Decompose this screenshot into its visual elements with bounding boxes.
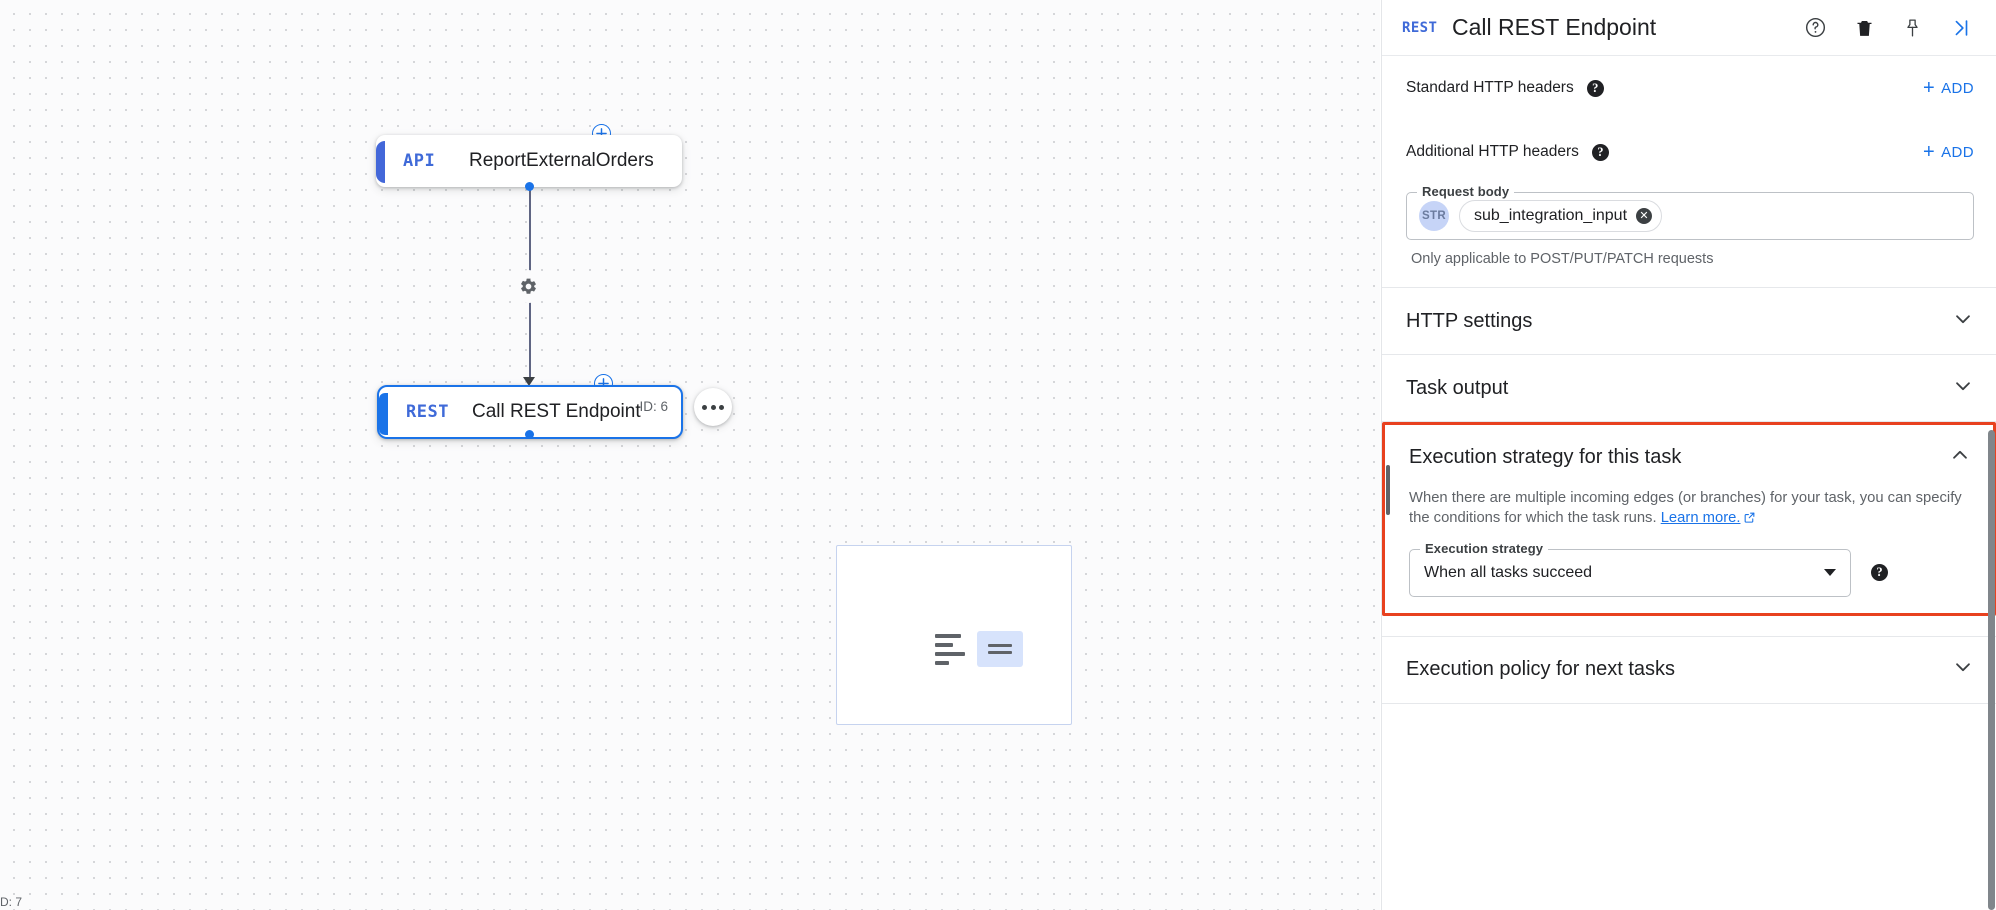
node-rest-output-port[interactable] [525,430,534,439]
section-task-output[interactable]: Task output [1382,355,1996,421]
section-http-settings[interactable]: HTTP settings [1382,288,1996,354]
execution-strategy-description: When there are multiple incoming edges (… [1385,489,1993,531]
standard-http-headers-label: Standard HTTP headers [1406,79,1574,96]
request-body-field[interactable]: Request body STR sub_integration_input ✕ [1406,184,1974,240]
add-standard-header-label: ADD [1941,79,1974,97]
help-icon[interactable]: ? [1871,564,1888,582]
node-title: Call REST Endpoint [472,401,641,422]
learn-more-link[interactable]: Learn more. [1660,509,1741,526]
page-title: Call REST Endpoint [1452,14,1657,40]
request-body-variable-chip[interactable]: sub_integration_input ✕ [1459,200,1663,232]
gear-icon[interactable] [512,270,545,303]
help-icon[interactable]: ? [1591,143,1609,161]
section-title: Execution policy for next tasks [1406,658,1676,681]
edge-arrowhead [523,377,535,386]
placeholder-glyph [935,631,1023,667]
canvas-status-text: D: 7 [0,895,23,909]
node-accent-bar [379,393,388,435]
variable-type-badge: STR [1419,201,1449,231]
description-line-1: When there are multiple incoming edges (… [1409,490,1856,506]
panel-type-badge: REST [1402,19,1438,36]
node-type-label: REST [406,402,449,422]
section-title: Task output [1406,376,1509,399]
more-horizontal-icon[interactable] [694,388,732,426]
divider [1382,421,1996,422]
pin-icon[interactable] [1902,17,1923,39]
section-execution-strategy-header[interactable]: Execution strategy for this task [1385,425,1993,489]
help-icon[interactable]: ? [1586,79,1604,97]
section-title: Execution strategy for this task [1409,445,1682,468]
panel-header: REST Call REST Endpoint [1382,0,1996,56]
chevron-down-icon[interactable] [1824,569,1836,577]
divider [1382,635,1996,637]
execution-strategy-select[interactable]: Execution strategy When all tasks succee… [1409,540,1851,597]
additional-http-headers-label: Additional HTTP headers [1406,143,1579,160]
chevron-down-icon[interactable] [1952,375,1974,402]
divider [1382,354,1996,355]
node-accent-bar [376,141,385,183]
divider [1382,287,1996,288]
node-title: ReportExternalOrders [469,150,654,171]
plus-icon: + [1923,77,1936,99]
close-icon[interactable]: ✕ [1636,208,1653,224]
trash-icon[interactable] [1854,17,1875,39]
panel-body: Standard HTTP headers ? + ADD Additional… [1382,56,1996,910]
collapse-panel-icon[interactable] [1950,17,1972,39]
node-id-badge: ID: 6 [639,399,668,414]
panel-scrollbar[interactable] [1988,430,1995,910]
panel-resize-handle[interactable] [1386,465,1390,515]
section-execution-strategy[interactable]: Execution strategy for this task When th… [1382,422,1996,616]
workflow-canvas[interactable]: API ReportExternalOrders REST Call REST … [0,0,1380,910]
execution-strategy-field-label: Execution strategy [1420,540,1549,556]
help-circle-icon[interactable] [1804,16,1827,39]
node-type-label: API [403,151,436,171]
execution-strategy-value: When all tasks succeed [1424,563,1593,581]
request-body-label: Request body [1417,184,1515,199]
chevron-up-icon[interactable] [1949,444,1971,471]
additional-http-headers-row: Additional HTTP headers ? + ADD [1382,120,1996,184]
section-title: HTTP settings [1406,309,1533,332]
canvas-preview-card[interactable] [836,545,1072,725]
description-line-2: you can specify the conditions for which… [1409,490,1962,526]
add-additional-header-button[interactable]: + ADD [1923,142,1974,162]
divider [1382,702,1996,704]
section-execution-policy[interactable]: Execution policy for next tasks [1382,637,1996,703]
add-standard-header-button[interactable]: + ADD [1923,78,1974,98]
chevron-down-icon[interactable] [1952,308,1974,335]
add-additional-header-label: ADD [1941,143,1974,161]
plus-icon: + [1923,141,1936,163]
node-api-output-port[interactable] [525,182,534,191]
node-api[interactable]: API ReportExternalOrders [376,135,682,187]
task-config-panel: REST Call REST Endpoint [1381,0,1996,910]
external-link-icon[interactable] [1743,511,1756,531]
request-body-hint: Only applicable to POST/PUT/PATCH reques… [1411,251,1714,267]
standard-http-headers-row: Standard HTTP headers ? + ADD [1382,56,1996,120]
chevron-down-icon[interactable] [1952,656,1974,683]
request-body-variable-name: sub_integration_input [1474,207,1628,224]
